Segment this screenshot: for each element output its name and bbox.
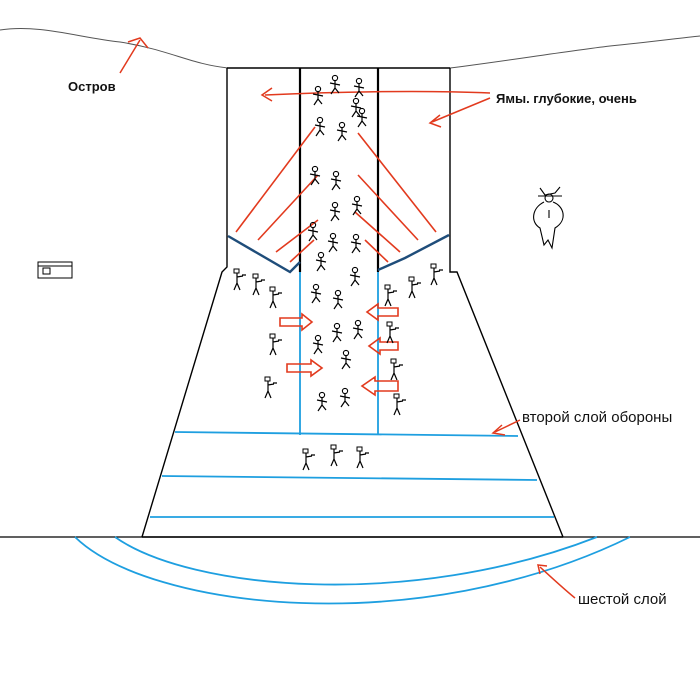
fortress-outline	[141, 68, 564, 538]
label-pits: Ямы. глубокие, очень	[496, 91, 637, 106]
v-wall-right	[377, 233, 450, 272]
pointer-pits-left	[260, 87, 491, 102]
arrow-left-3	[360, 375, 399, 397]
attack-arrows	[279, 302, 399, 397]
arrow-left-1	[365, 302, 399, 322]
robed-figure-icon	[533, 186, 564, 250]
enemy-group	[307, 74, 368, 412]
island-coastline	[0, 28, 700, 69]
pointer-pits-right	[428, 97, 491, 128]
pointer-second-layer	[491, 419, 521, 436]
label-pointers	[119, 37, 576, 599]
label-island: Остров	[68, 79, 116, 94]
v-wall-left	[227, 234, 301, 274]
label-second-layer: второй слой обороны	[522, 409, 672, 426]
soldier-group	[233, 263, 444, 471]
fire-lines	[235, 126, 437, 263]
pointer-sixth-layer	[537, 564, 576, 599]
arrow-right-2	[286, 358, 324, 378]
label-sixth-layer: шестой слой	[578, 591, 667, 608]
small-box-icon	[37, 261, 73, 279]
pointer-island	[119, 37, 149, 74]
arrow-right-1	[279, 312, 314, 332]
defense-lines	[74, 272, 631, 605]
arrow-left-2	[367, 336, 399, 356]
